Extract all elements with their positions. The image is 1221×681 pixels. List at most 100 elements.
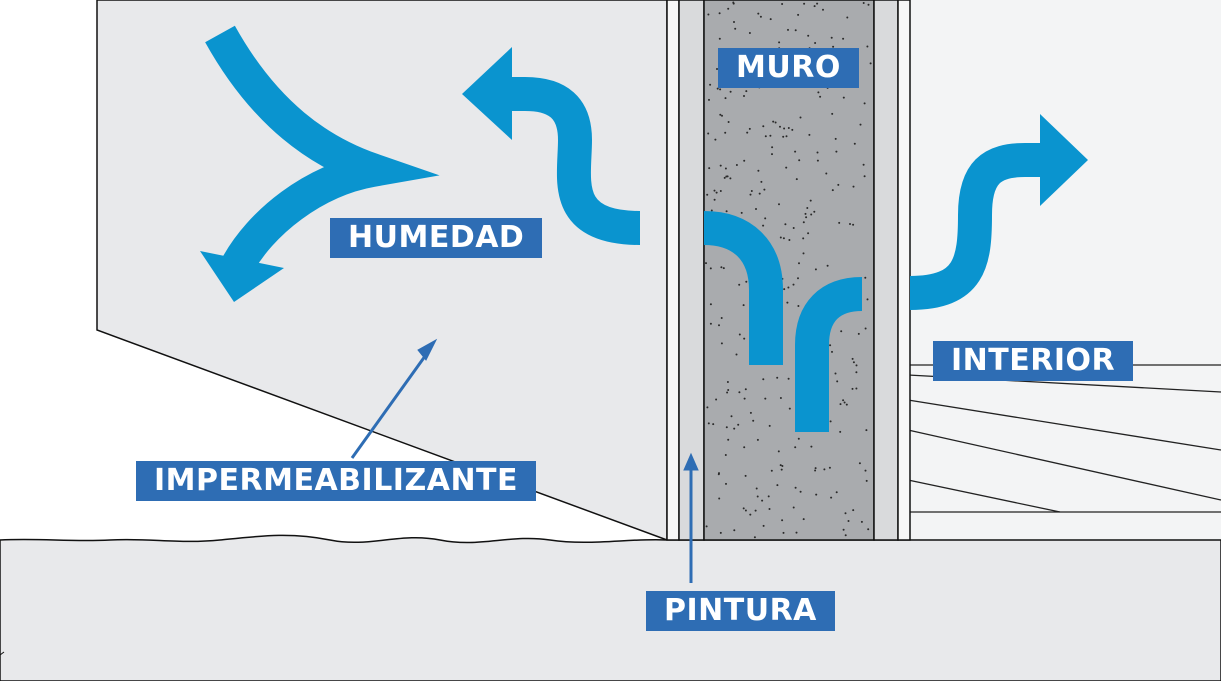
concrete-speckle	[721, 114, 723, 117]
concrete-speckle	[814, 268, 817, 271]
concrete-speckle	[744, 388, 747, 391]
concrete-speckle	[855, 371, 858, 374]
concrete-speckle	[709, 83, 712, 86]
concrete-speckle	[810, 213, 813, 216]
concrete-speckle	[709, 303, 712, 306]
concrete-speckle	[756, 438, 759, 441]
concrete-speckle	[787, 28, 789, 31]
concrete-speckle	[705, 525, 708, 528]
concrete-speckle	[709, 267, 712, 270]
concrete-speckle	[808, 133, 811, 136]
concrete-speckle	[829, 420, 832, 423]
concrete-speckle	[840, 330, 843, 333]
concrete-speckle	[719, 190, 722, 192]
concrete-speckle	[710, 209, 713, 212]
concrete-speckle	[767, 495, 770, 498]
concrete-speckle	[754, 509, 757, 512]
ground	[0, 534, 1221, 681]
concrete-speckle	[762, 125, 765, 128]
concrete-speckle	[798, 262, 800, 265]
concrete-speckle	[758, 192, 761, 195]
pointer-arrows	[350, 338, 699, 583]
concrete-speckle	[725, 210, 728, 213]
concrete-speckle	[792, 506, 795, 509]
concrete-speckle	[787, 127, 790, 129]
concrete-speckle	[709, 322, 712, 325]
concrete-speckle	[769, 134, 772, 137]
concrete-speckle	[803, 2, 806, 5]
moisture-arrows	[205, 25, 1048, 432]
label-interior: INTERIOR	[933, 341, 1134, 381]
concrete-speckle	[842, 528, 845, 531]
concrete-speckle	[852, 509, 855, 512]
label-pintura: PINTURA	[646, 591, 835, 631]
concrete-speckle	[866, 298, 869, 301]
concrete-speckle	[763, 188, 766, 191]
concrete-speckle	[724, 167, 727, 170]
concrete-speckle	[816, 159, 819, 162]
concrete-speckle	[830, 496, 833, 499]
concrete-speckle	[724, 131, 727, 134]
concrete-speckle	[842, 37, 845, 40]
concrete-speckle	[723, 176, 726, 179]
concrete-speckle	[720, 266, 723, 269]
concrete-speckle	[746, 131, 749, 134]
concrete-speckle	[838, 221, 841, 224]
concrete-speckle	[823, 468, 826, 471]
concrete-speckle	[771, 146, 774, 149]
concrete-speckle	[722, 267, 725, 270]
concrete-speckle	[825, 172, 828, 175]
concrete-speckle	[834, 372, 837, 375]
concrete-speckle	[813, 5, 816, 8]
concrete-speckle	[776, 376, 779, 379]
concrete-speckle	[718, 12, 721, 15]
concrete-speckle	[727, 7, 730, 10]
concrete-speckle	[816, 151, 819, 154]
concrete-speckle	[797, 305, 800, 307]
concrete-speckle	[781, 3, 784, 5]
concrete-speckle	[749, 411, 752, 414]
concrete-speckle	[797, 437, 800, 440]
concrete-speckle	[748, 32, 751, 34]
concrete-speckle	[785, 166, 788, 169]
concrete-speckle	[720, 317, 723, 319]
concrete-speckle	[814, 42, 817, 44]
concrete-speckle	[737, 423, 740, 426]
concrete-speckle	[798, 159, 801, 162]
concrete-speckle	[794, 446, 797, 449]
concrete-speckle	[781, 519, 784, 522]
concrete-speckle	[845, 403, 848, 406]
moisture-arrow-escape	[508, 77, 641, 245]
concrete-speckle	[730, 415, 733, 418]
concrete-speckle	[842, 399, 845, 402]
concrete-speckle	[780, 468, 783, 471]
concrete-speckle	[863, 102, 866, 105]
concrete-speckle	[752, 419, 755, 422]
concrete-speckle	[835, 150, 838, 153]
concrete-speckle	[719, 113, 722, 116]
concrete-speckle	[785, 135, 788, 138]
concrete-speckle	[734, 27, 737, 30]
concrete-speckle	[794, 29, 797, 32]
concrete-speckle	[732, 2, 735, 5]
concrete-speckle	[768, 424, 771, 427]
concrete-speckle	[849, 223, 851, 225]
label-impermeabilizante: IMPERMEABILIZANTE	[136, 461, 537, 501]
concrete-speckle	[770, 469, 773, 472]
concrete-speckle	[807, 34, 810, 37]
moisture-arrow-bounce	[205, 25, 440, 277]
concrete-speckle	[738, 333, 741, 336]
concrete-speckle	[787, 377, 790, 380]
concrete-speckle	[781, 465, 784, 467]
concrete-speckle	[748, 127, 751, 130]
concrete-speckle	[791, 128, 794, 131]
concrete-speckle	[782, 531, 785, 534]
concrete-speckle	[858, 462, 861, 465]
concrete-speckle	[733, 427, 736, 430]
concrete-speckle	[853, 142, 856, 145]
concrete-speckle	[718, 37, 721, 40]
concrete-speckle	[787, 286, 790, 289]
concrete-speckle	[862, 163, 865, 166]
